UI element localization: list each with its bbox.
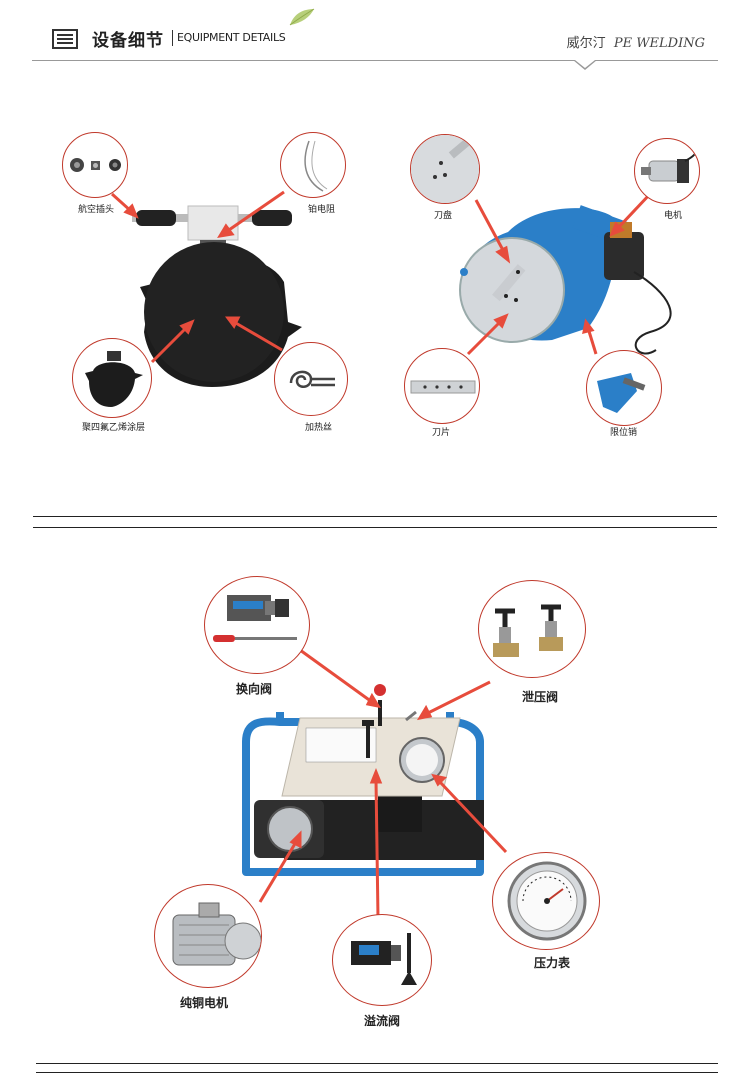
header-rule: [32, 60, 718, 61]
overflow-valve-label: 溢流阀: [364, 1014, 401, 1028]
aviation-plug-callout: [62, 132, 128, 198]
pressure-gauge-label: 压力表: [534, 956, 571, 970]
relief-valve-callout: [478, 580, 586, 678]
page-title: 设备细节: [92, 31, 164, 51]
blade-label: 刀片: [432, 428, 451, 438]
cutter-disc-label: 刀盘: [434, 211, 453, 221]
reversing-valve-label: 换向阀: [236, 682, 273, 696]
heater-plate-figure: 航空插头 铂电阻 聚四氟乙烯涂层 加热丝: [52, 122, 372, 442]
section-divider-bottom: [33, 527, 717, 528]
reversing-valve-callout: [204, 576, 310, 674]
cutter-disc-callout: [410, 134, 480, 204]
motor-callout: [634, 138, 700, 204]
ptfe-coating-label: 聚四氟乙烯涂层: [82, 423, 146, 433]
brand-logo: 威尔汀 PE WELDING: [566, 36, 705, 51]
pressure-gauge-callout: [492, 852, 600, 950]
overflow-valve-callout: [332, 914, 432, 1006]
heating-wire-callout: [274, 342, 348, 416]
blade-callout: [404, 348, 480, 424]
limit-pin-callout: [586, 350, 662, 426]
leaf-icon: [289, 8, 315, 26]
section-divider-top: [33, 516, 717, 517]
motor-label: 电机: [664, 211, 683, 221]
copper-motor-label: 纯铜电机: [180, 996, 229, 1010]
platinum-resistor-callout: [280, 132, 346, 198]
heating-wire-label: 加热丝: [305, 423, 333, 433]
page-subtitle: EQUIPMENT DETAILS: [177, 31, 286, 44]
title-divider: [172, 30, 173, 46]
relief-valve-label: 泄压阀: [522, 690, 559, 704]
ptfe-coating-callout: [72, 338, 152, 418]
footer-divider-bottom: [36, 1072, 718, 1073]
copper-motor-callout: [154, 884, 262, 988]
footer-divider-top: [36, 1063, 718, 1064]
aviation-plug-label: 航空插头: [78, 205, 115, 215]
hydraulic-unit-figure: 换向阀 泄压阀 纯铜电机 溢流阀: [150, 572, 610, 1032]
menu-grid-icon: [52, 29, 78, 49]
platinum-resistor-label: 铂电阻: [308, 205, 336, 215]
limit-pin-label: 限位销: [610, 428, 638, 438]
milling-cutter-figure: 刀盘 电机 刀片 限位销: [388, 122, 718, 442]
